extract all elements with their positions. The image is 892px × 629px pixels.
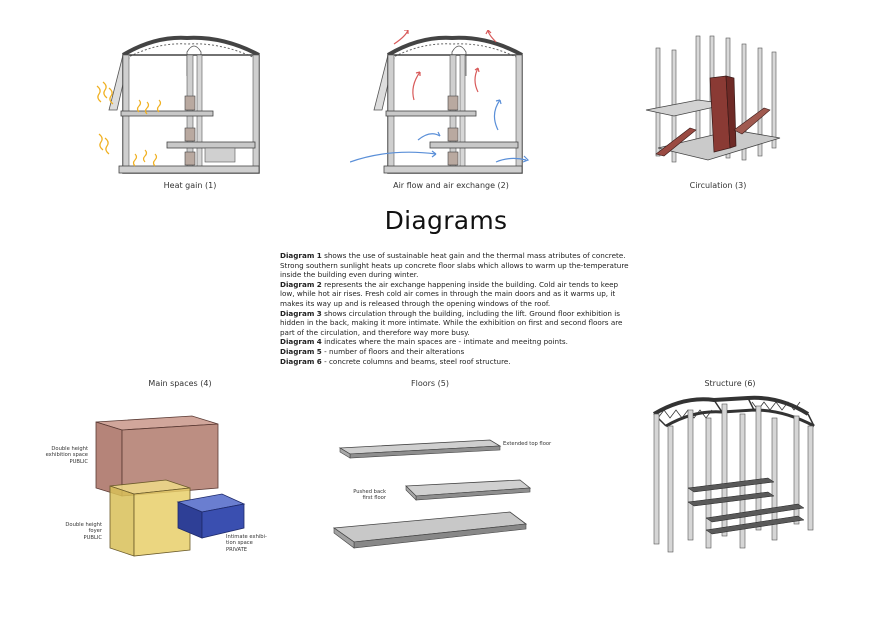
floors-diagram [332,439,532,549]
top-floor-slab [338,439,502,459]
description-paragraph: Diagram 4 indicates where the main space… [280,337,568,347]
floor-slab [166,141,256,149]
heat-arrows [96,81,162,167]
first-floor-annotation: Pushed back first floor [353,489,386,502]
roof-truss [121,35,260,57]
diagram-caption: Circulation (3) [689,181,747,190]
warm-air-arrows [393,30,497,101]
top-floor-annotation: Extended top floor [503,441,552,447]
description-paragraph: Diagram 5 - number of floors and their a… [280,346,465,356]
description-paragraph: Diagram 6 - concrete columns and beams, … [280,356,511,366]
page-title: Diagrams [384,206,508,235]
first-floor-slab [405,479,532,501]
exhibition-volume [95,415,219,497]
air-flow-diagram [350,30,530,174]
roof-truss [386,35,523,57]
circulation-diagram [645,35,781,163]
diagram-caption: Heat gain (1) [163,181,217,190]
description-paragraph: Diagram 1 shows the use of sustainable h… [280,251,629,280]
diagram-caption: Main spaces (4) [148,379,212,388]
diagram-caption: Air flow and air exchange (2) [393,181,509,190]
lift [184,95,196,111]
diagram-caption: Floors (5) [411,379,449,388]
exhibition-annotation: Double height exhibition space PUBLIC [45,446,88,465]
steel-roof [652,395,815,428]
stairs [655,127,697,157]
description-paragraph: Diagram 3 shows circulation through the … [280,308,623,337]
diagram-caption: Structure (6) [704,379,756,388]
floor-slab [120,110,214,117]
ground-floor-slab [332,511,528,549]
main-spaces-diagram [95,415,246,557]
foyer-annotation: Double height foyer PUBLIC [65,522,102,541]
description-text: Diagram 1 shows the use of sustainable h… [280,251,634,366]
heat-gain-diagram [96,35,260,174]
concrete-beams [687,477,805,535]
lift [447,95,459,111]
intimate-annotation: Intimate exhibi- tion space PRIVATE [226,534,267,553]
structure-diagram [652,395,815,553]
cold-air-arrows [350,99,530,163]
foyer-volume [109,479,191,557]
description-paragraph: Diagram 2 represents the air exchange ha… [280,279,619,308]
intimate-volume [176,493,246,539]
